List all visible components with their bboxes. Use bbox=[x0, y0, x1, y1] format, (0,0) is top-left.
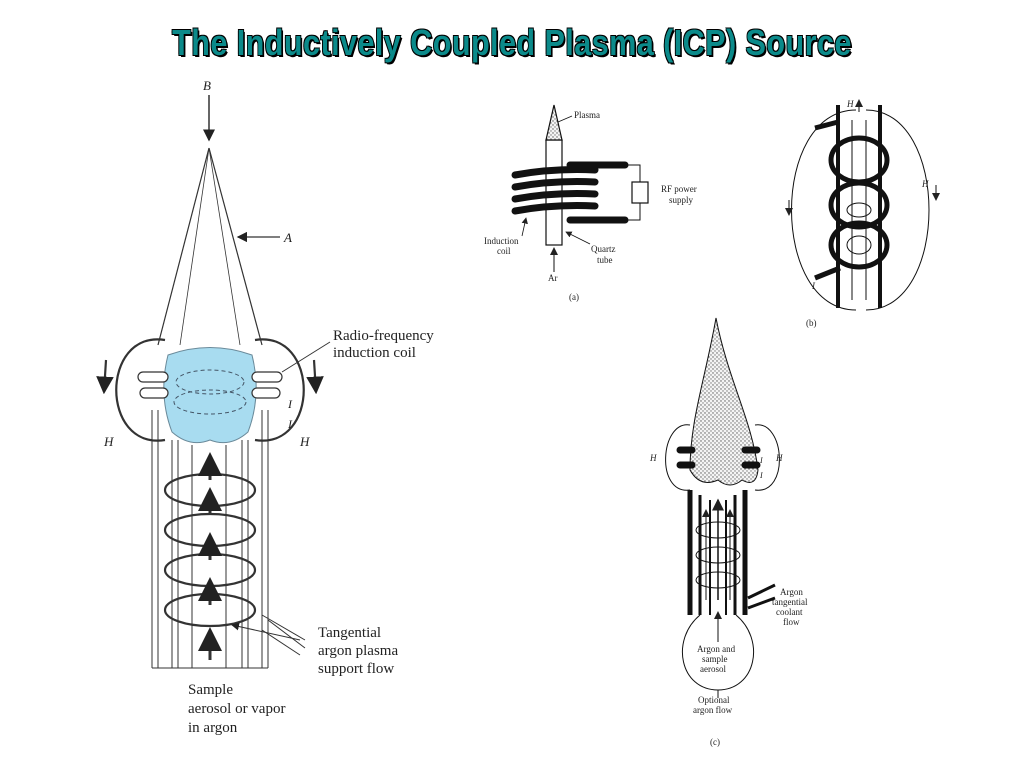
fig-a-plasma-label: Plasma bbox=[574, 110, 600, 120]
fig-a-quartz-line1: Quartz bbox=[591, 244, 616, 254]
fig-c-sample-line3: aerosol bbox=[700, 664, 726, 674]
fig-c-argon-line2: tangential bbox=[772, 597, 808, 607]
fig-c-label-i-1: I bbox=[759, 456, 763, 465]
fig-c-argon-line4: flow bbox=[783, 617, 800, 627]
induction-coil-a bbox=[511, 166, 599, 215]
label-h-right: H bbox=[299, 434, 310, 449]
figure-a-torch-schematic bbox=[511, 104, 649, 272]
rf-coil-leader bbox=[281, 341, 331, 373]
fig-a-caption: (a) bbox=[569, 292, 579, 302]
fig-c-label-i-2: I bbox=[759, 471, 763, 480]
cone-left-line bbox=[157, 147, 210, 346]
fig-c-label-h-right: H bbox=[775, 453, 783, 463]
fig-a-rf-power-line2: supply bbox=[669, 195, 694, 205]
fig-b-label-i: I bbox=[811, 281, 816, 291]
fig-a-quartz-line2: tube bbox=[597, 255, 613, 265]
tangential-label-line2: argon plasma bbox=[318, 643, 398, 659]
cone-inner-left-line bbox=[179, 147, 210, 346]
h-field-loop-c-right bbox=[754, 424, 780, 491]
fig-c-caption: (c) bbox=[710, 737, 720, 747]
h-field-loop-right bbox=[254, 338, 305, 442]
rf-coil-label-line2: induction coil bbox=[333, 345, 416, 361]
h-field-loop-c-left bbox=[665, 424, 691, 491]
sample-label-line1: Sample bbox=[188, 682, 233, 698]
label-a: A bbox=[283, 230, 292, 245]
plasma-cone-a bbox=[545, 104, 563, 141]
fig-c-label-h-left: H bbox=[649, 453, 657, 463]
torch-tubes bbox=[151, 410, 306, 669]
figure-b-coil-field bbox=[785, 99, 940, 311]
fig-c-optional-line1: Optional bbox=[698, 695, 730, 705]
cone-right-line bbox=[208, 147, 263, 346]
coil-ends-c bbox=[676, 446, 761, 469]
plasma-flame-c bbox=[689, 317, 759, 486]
sample-label-line3: in argon bbox=[188, 720, 238, 736]
label-i-1: I bbox=[287, 397, 293, 411]
rf-power-supply-box bbox=[631, 181, 649, 204]
fig-b-caption: (b) bbox=[806, 318, 817, 328]
page-title: The Inductively Coupled Plasma (ICP) Sou… bbox=[172, 22, 852, 63]
fig-a-induction-line1: Induction bbox=[484, 236, 519, 246]
cone-inner-right-line bbox=[208, 147, 241, 346]
label-b: B bbox=[203, 78, 211, 93]
figure-c-torch-detail bbox=[665, 317, 780, 698]
fig-c-optional-line2: argon flow bbox=[693, 705, 733, 715]
coil-b bbox=[814, 119, 890, 281]
h-field-loop-left bbox=[115, 338, 166, 442]
rf-coil-label-line1: Radio-frequency bbox=[333, 328, 434, 344]
fig-c-argon-line1: Argon bbox=[780, 587, 803, 597]
rf-coil-rings bbox=[137, 371, 283, 399]
label-i-2: I bbox=[287, 417, 293, 431]
sample-label-line2: aerosol or vapor bbox=[188, 701, 285, 717]
label-h-left: H bbox=[103, 434, 114, 449]
fig-a-ar-label: Ar bbox=[548, 273, 558, 283]
left-icp-torch-figure bbox=[96, 95, 331, 669]
fig-a-rf-power-line1: RF power bbox=[661, 184, 697, 194]
fig-b-label-h-right: H bbox=[921, 179, 929, 189]
fig-c-sample-line2: sample bbox=[702, 654, 728, 664]
fig-c-sample-line1: Argon and bbox=[697, 644, 736, 654]
fig-b-label-h-top: H bbox=[846, 99, 854, 109]
fig-c-argon-line3: coolant bbox=[776, 607, 803, 617]
h-field-loop-b-right bbox=[865, 109, 930, 311]
plasma-region bbox=[163, 347, 257, 444]
tangential-label-line1: Tangential bbox=[318, 625, 381, 641]
tangential-leader bbox=[231, 622, 301, 641]
fig-a-induction-line2: coil bbox=[497, 246, 511, 256]
tangential-label-line3: support flow bbox=[318, 661, 394, 677]
